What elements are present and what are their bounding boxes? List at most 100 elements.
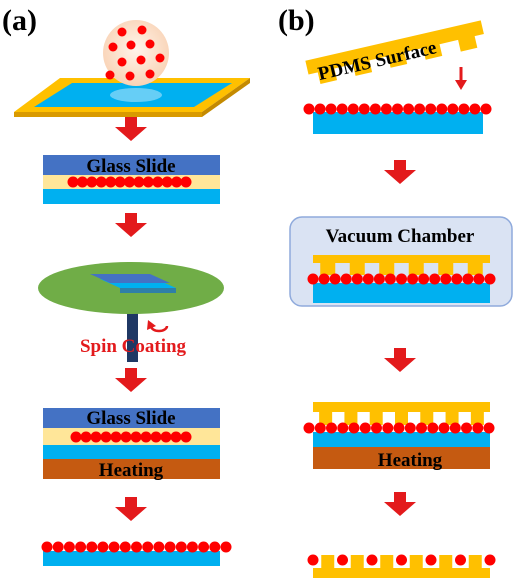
panel-a-label: (a) <box>2 4 37 37</box>
nanoparticle <box>462 273 474 285</box>
nanoparticle <box>140 431 152 443</box>
nanoparticle <box>100 431 112 443</box>
nanoparticle <box>362 273 374 285</box>
nanoparticle <box>90 431 102 443</box>
nanoparticle <box>70 431 82 443</box>
pdms-surface <box>305 20 484 85</box>
nanoparticle <box>440 273 452 285</box>
step-b3-heating: Heating <box>303 402 495 471</box>
nanoparticle <box>198 541 210 553</box>
nanoparticle <box>455 554 466 566</box>
nanoparticle <box>142 541 154 553</box>
spin-shaft <box>127 296 138 362</box>
nanoparticle <box>484 273 496 285</box>
nanoparticle <box>170 431 182 443</box>
nanoparticle <box>429 273 441 285</box>
rotation-arrowhead-icon <box>147 320 156 330</box>
arrow-b2 <box>384 348 416 372</box>
nanoparticle <box>469 103 481 115</box>
nanoparticle <box>307 554 319 566</box>
nanoparticle <box>131 541 142 553</box>
glass-slide-label-1: Glass Slide <box>86 156 175 177</box>
nanoparticle <box>425 103 437 115</box>
nanoparticle <box>473 273 485 285</box>
step-a3-spin-coating: Spin Coating <box>38 262 224 362</box>
nanoparticle <box>160 431 172 443</box>
particle-row-b2 <box>307 273 496 285</box>
nanoparticle <box>380 103 392 115</box>
nanoparticle <box>95 176 107 188</box>
nanoparticle <box>164 541 176 553</box>
nanoparticle <box>120 431 132 443</box>
nanoparticle <box>369 103 381 115</box>
nanoparticle <box>63 541 75 553</box>
particle-row-a2 <box>67 176 192 188</box>
nanoparticle <box>142 176 154 188</box>
nanoparticle <box>153 541 165 553</box>
nanoparticle <box>114 176 126 188</box>
nanoparticle <box>407 273 419 285</box>
nanoparticle <box>484 554 496 566</box>
nanoparticle <box>483 422 495 434</box>
nanoparticle <box>348 422 360 434</box>
heating-label-b: Heating <box>378 450 443 471</box>
nanoparticle <box>393 422 405 434</box>
nanoparticle <box>130 431 142 443</box>
glass-slide-label-2: Glass Slide <box>86 408 175 429</box>
particle-row-b4 <box>307 554 496 566</box>
patterned-pdms <box>313 555 490 578</box>
substrate-b1 <box>313 112 483 134</box>
step-a1-drop-casting <box>14 20 250 117</box>
nanoparticle <box>366 554 378 566</box>
substrate-frame-edge <box>14 112 202 117</box>
nanoparticle <box>67 176 79 188</box>
nanoparticle <box>220 541 232 553</box>
step-a2-glass-slide-sandwich: Glass Slide <box>43 155 220 204</box>
nanoparticle <box>150 431 162 443</box>
heater-a <box>43 459 220 479</box>
nanoparticle <box>80 431 92 443</box>
nanoparticle <box>108 541 120 553</box>
nanoparticle <box>371 422 382 434</box>
spin-glass <box>90 274 170 283</box>
substrate-b2 <box>313 283 490 303</box>
panel-b-label: (b) <box>278 4 315 37</box>
substrate-b3 <box>313 432 490 447</box>
nanoparticle <box>414 103 426 115</box>
nanoparticle <box>382 422 394 434</box>
pdms-heating <box>313 402 490 425</box>
nanoparticle <box>124 176 135 188</box>
nanoparticle <box>396 273 407 285</box>
nanoparticle <box>86 541 98 553</box>
glass-slide-top <box>43 155 220 175</box>
final-substrate-a <box>43 551 220 566</box>
nanoparticle <box>110 431 122 443</box>
nanoparticle <box>307 273 319 285</box>
step-a5-result <box>41 541 232 566</box>
nanoparticle <box>105 176 117 188</box>
nanoparticle <box>186 541 198 553</box>
arrow-b3 <box>384 492 416 516</box>
nanoparticle <box>337 554 348 566</box>
nanoparticle <box>451 273 463 285</box>
nanoparticle <box>396 554 407 566</box>
nanoparticle <box>458 103 470 115</box>
nanoparticle <box>303 422 315 434</box>
nanoparticle <box>75 541 87 553</box>
nanoparticle <box>180 176 192 188</box>
pdms-in-chamber <box>313 255 490 275</box>
nanoparticle <box>52 541 64 553</box>
bottom-substrate-2 <box>43 445 220 459</box>
nanoparticle <box>447 103 459 115</box>
press-arrow-head <box>455 80 467 90</box>
nanoparticle <box>373 273 385 285</box>
heater-b <box>313 447 490 469</box>
nanoparticle <box>175 541 187 553</box>
arrow-a2 <box>115 213 147 237</box>
nanoparticle <box>161 176 173 188</box>
particle-row-b3 <box>303 422 495 434</box>
vacuum-chamber-label: Vacuum Chamber <box>326 226 475 247</box>
nanoparticle <box>472 422 484 434</box>
nanoparticle <box>41 541 53 553</box>
